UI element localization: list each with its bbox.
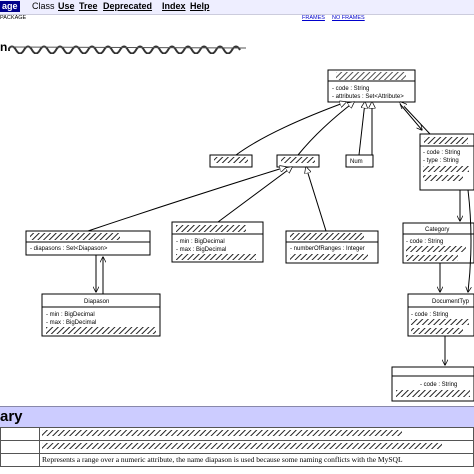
diapason-holder-attr: - diapasons : Set<Diapason> <box>30 246 108 252</box>
root-attr-attributes: - attributes : Set<Attribute> <box>332 94 404 100</box>
class-box-diapason-holder: - diapasons : Set<Diapason> <box>25 230 151 256</box>
right-top-attr-type: - type : String <box>423 158 459 164</box>
category-name: Category <box>425 227 449 233</box>
nav-class: Class <box>32 1 55 11</box>
class-box-root: - code : String - attributes : Set<Attri… <box>327 69 416 103</box>
summary-cell-first <box>0 453 40 467</box>
class-box-diapason: Diapason - min : BigDecimal - max : BigD… <box>41 293 161 337</box>
numeric-name: Num <box>350 159 363 165</box>
document-type-name: DocumentTyp <box>432 299 470 305</box>
document-type-attr-code: - code : String <box>411 312 448 318</box>
class-box-redacted-1 <box>209 154 253 168</box>
summary-header-text: ary <box>0 408 23 425</box>
nav-help[interactable]: Help <box>190 1 210 11</box>
summary-cell-first <box>0 427 40 441</box>
summary-cell-text: Represents a range over a numeric attrib… <box>39 453 474 467</box>
root-attr-code: - code : String <box>332 86 369 92</box>
package-label: PACKAGE <box>0 15 27 21</box>
nav-deprecated[interactable]: Deprecated <box>103 1 153 11</box>
table-row <box>0 427 474 441</box>
class-box-numeric: Num <box>345 154 374 168</box>
diapason-attr-min: - min : BigDecimal <box>46 312 95 318</box>
class-box-right-top: - code : String - type : String <box>419 133 474 191</box>
min-max-attr-max: - max : BigDecimal <box>176 247 226 253</box>
class-box-category: Category - code : String <box>402 222 474 264</box>
table-row <box>0 440 474 454</box>
table-row: Represents a range over a numeric attrib… <box>0 453 474 467</box>
class-box-min-max: - min : BigDecimal - max : BigDecimal <box>171 221 264 263</box>
redacted-title-scribble <box>8 45 247 54</box>
category-attr-code: - code : String <box>406 239 443 245</box>
top-navbar: age Class Use Tree Deprecated Index Help <box>0 0 474 15</box>
diapason-name: Diapason <box>84 299 109 305</box>
summary-cell-first <box>0 440 40 454</box>
summary-header: ary <box>0 406 474 428</box>
summary-cell-text <box>39 440 474 454</box>
class-box-document-type: DocumentTyp - code : String <box>407 293 474 337</box>
summary-table: Represents a range over a numeric attrib… <box>0 427 474 467</box>
class-box-bottom: - code : String <box>391 366 474 402</box>
nav-package[interactable]: age <box>0 1 20 12</box>
summary-cell-text <box>39 427 474 441</box>
frames-link[interactable]: FRAMES <box>302 15 325 21</box>
ranges-attr: - numberOfRanges : Integer <box>290 246 365 252</box>
class-diagram: - code : String - attributes : Set<Attri… <box>25 69 474 402</box>
right-top-attr-code: - code : String <box>423 150 460 156</box>
diapason-attr-max: - max : BigDecimal <box>46 320 96 326</box>
min-max-attr-min: - min : BigDecimal <box>176 239 225 245</box>
class-box-redacted-2 <box>276 154 320 168</box>
nav-use[interactable]: Use <box>58 1 75 11</box>
class-box-ranges: - numberOfRanges : Integer <box>285 230 379 264</box>
redacted-row-scribble <box>42 429 402 436</box>
nav-index[interactable]: Index <box>162 1 186 11</box>
no-frames-link[interactable]: NO FRAMES <box>332 15 365 21</box>
nav-tree[interactable]: Tree <box>79 1 98 11</box>
redacted-row-scribble <box>42 442 442 449</box>
page-title: n. <box>0 40 11 54</box>
bottom-attr-code: - code : String <box>420 382 457 388</box>
